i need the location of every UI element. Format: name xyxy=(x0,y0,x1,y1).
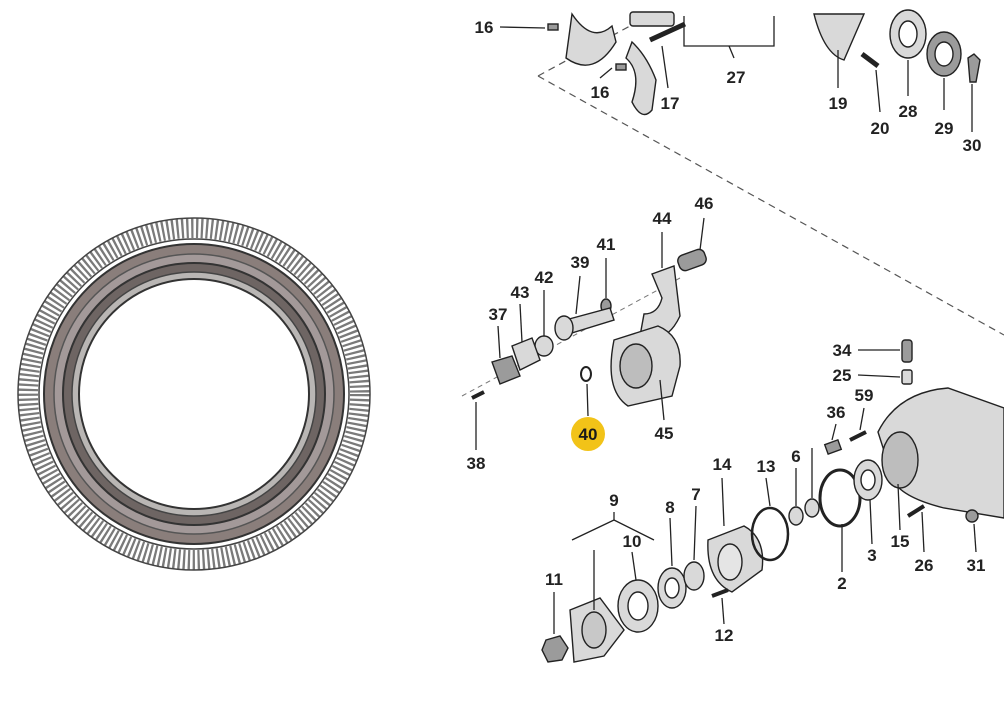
o-ring-40 xyxy=(580,366,592,382)
dashed-divider xyxy=(537,75,1004,336)
part-label: 19 xyxy=(829,94,848,113)
ring-7 xyxy=(683,561,705,591)
differential-housing xyxy=(877,387,1004,519)
screw-59 xyxy=(849,430,867,442)
part-label: 42 xyxy=(535,268,554,287)
shift-assembly xyxy=(461,248,707,407)
part-label: 2 xyxy=(837,574,846,593)
o-ring-13 xyxy=(750,506,790,562)
part-label: 10 xyxy=(623,532,642,551)
part-label: 37 xyxy=(489,305,508,324)
drive-assembly xyxy=(541,339,1004,663)
part-label: 12 xyxy=(715,626,734,645)
part-label: 11 xyxy=(545,570,563,589)
bolt-12 xyxy=(711,588,729,598)
part-labels: 16 16 17 27 19 20 28 29 30 46 44 41 39 4… xyxy=(467,18,986,645)
seal-ring-photo xyxy=(17,217,371,571)
part-label: 29 xyxy=(935,119,954,138)
washer-6b xyxy=(804,498,820,518)
part-label: 44 xyxy=(653,209,672,228)
highlight-marker xyxy=(571,417,605,451)
part-label: 39 xyxy=(571,253,590,272)
part-label: 16 xyxy=(475,18,494,37)
retaining-ring-2 xyxy=(818,468,862,528)
part-label: 6 xyxy=(791,447,800,466)
part-label: 46 xyxy=(695,194,714,213)
pinion-gear xyxy=(813,13,866,61)
bolt xyxy=(648,21,687,43)
leader-lines xyxy=(475,16,977,634)
bearing-cap xyxy=(565,12,617,66)
part-label: 27 xyxy=(727,68,746,87)
washer-6 xyxy=(788,506,804,526)
spring-pin xyxy=(677,248,707,272)
plug-31 xyxy=(965,509,979,523)
part-label: 3 xyxy=(867,546,876,565)
part-label: 31 xyxy=(967,556,986,575)
part-label: 25 xyxy=(833,366,852,385)
part-label: 15 xyxy=(891,532,910,551)
gasket xyxy=(511,337,541,371)
screw xyxy=(471,390,485,400)
part-label: 34 xyxy=(833,341,852,360)
pin xyxy=(547,23,559,31)
part-label-highlighted: 40 xyxy=(579,425,598,444)
breather-25 xyxy=(901,369,913,385)
part-label: 14 xyxy=(713,455,732,474)
bearing-cap xyxy=(625,40,657,116)
bolt xyxy=(629,11,675,27)
part-label: 20 xyxy=(871,119,890,138)
part-label: 8 xyxy=(665,498,674,517)
part-label: 41 xyxy=(597,235,616,254)
part-label: 7 xyxy=(691,485,700,504)
part-label: 59 xyxy=(855,386,874,405)
bolt-26 xyxy=(906,504,926,518)
actuator xyxy=(491,355,521,385)
key-36 xyxy=(823,439,843,455)
part-label: 36 xyxy=(827,403,846,422)
part-label: 28 xyxy=(899,102,918,121)
nut xyxy=(541,635,569,663)
shaft-end xyxy=(554,315,574,341)
top-parts xyxy=(547,9,981,116)
part-label: 38 xyxy=(467,454,486,473)
part-label: 13 xyxy=(757,457,776,476)
pin xyxy=(615,63,627,71)
part-label: 26 xyxy=(915,556,934,575)
part-label: 16 xyxy=(591,83,610,102)
pin-34 xyxy=(901,339,913,363)
clip xyxy=(967,53,981,83)
part-label: 30 xyxy=(963,136,982,155)
bolt xyxy=(860,52,880,68)
part-label: 43 xyxy=(511,283,530,302)
part-label: 9 xyxy=(609,491,618,510)
part-label: 45 xyxy=(655,424,674,443)
part-label: 17 xyxy=(661,94,680,113)
